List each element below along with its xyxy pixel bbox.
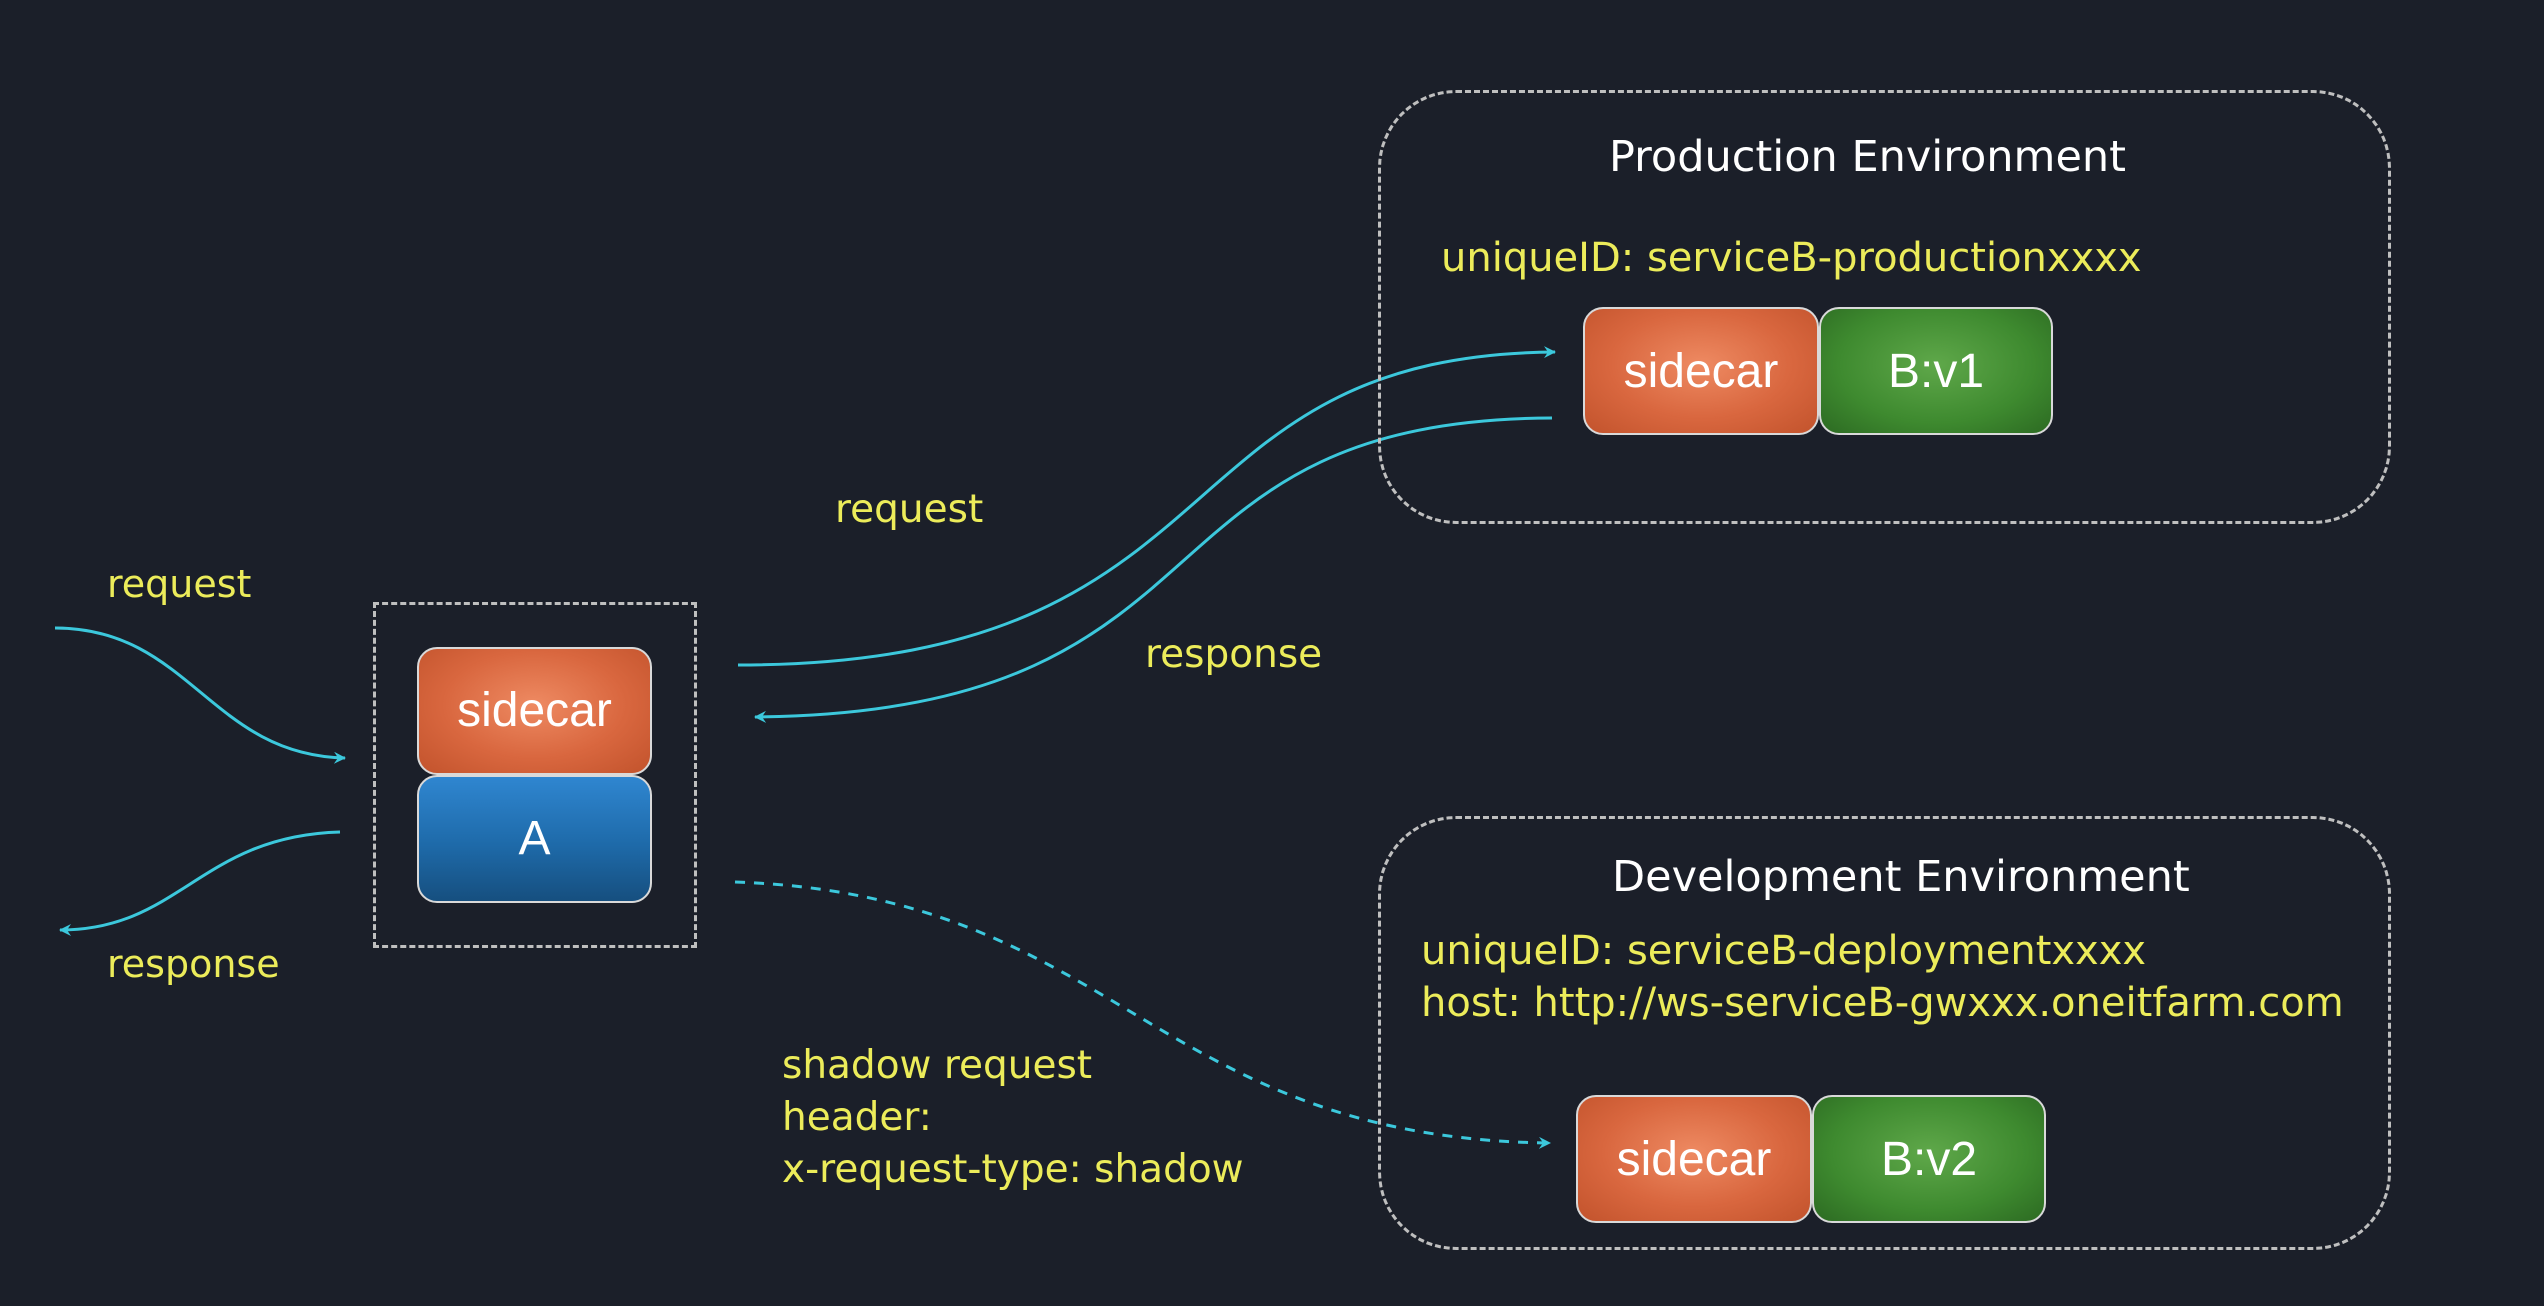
production-sidecar: sidecar <box>1583 307 1819 435</box>
development-sidecar-label: sidecar <box>1616 1132 1772 1186</box>
development-sidecar: sidecar <box>1576 1095 1812 1223</box>
service-a-label: A <box>518 812 551 865</box>
client-request-label: request <box>107 562 252 606</box>
production-environment-title: Production Environment <box>1609 132 2127 182</box>
production-sidecar-label: sidecar <box>1623 344 1779 398</box>
development-environment-title: Development Environment <box>1612 852 2190 902</box>
client-response-label: response <box>107 942 280 986</box>
service-b-v1: B:v1 <box>1819 307 2053 435</box>
service-a-pod-frame <box>373 602 697 948</box>
prod-request-label: request <box>835 487 984 532</box>
service-b-v2-label: B:v2 <box>1880 1132 1978 1186</box>
shadow-request-note: shadow request header: x-request-type: s… <box>782 1040 1244 1196</box>
service-a-sidecar: sidecar <box>417 647 652 775</box>
prod-request-arrow <box>737 346 1556 667</box>
client-response-arrow <box>59 830 341 936</box>
service-b-v1-label: B:v1 <box>1887 344 1985 398</box>
production-unique-id: uniqueID: serviceB-productionxxxx <box>1441 235 2142 281</box>
service-b-v2: B:v2 <box>1812 1095 2046 1223</box>
shadow-request-line: shadow request <box>782 1043 1093 1088</box>
prod-response-arrow <box>754 416 1553 723</box>
development-unique-id: uniqueID: serviceB-deploymentxxxx <box>1421 928 2147 974</box>
service-a: A <box>417 775 652 903</box>
prod-response-label: response <box>1145 632 1323 677</box>
development-environment-box <box>1378 816 2391 1250</box>
client-request-arrow <box>54 626 346 764</box>
development-host: host: http://ws-serviceB-gwxxx.oneitfarm… <box>1421 980 2344 1026</box>
service-a-sidecar-label: sidecar <box>457 684 612 737</box>
shadow-header-line: header: <box>782 1095 932 1140</box>
shadow-request-arrow <box>734 880 1551 1149</box>
production-environment-box <box>1378 90 2391 524</box>
shadow-header-value-line: x-request-type: shadow <box>782 1147 1244 1192</box>
